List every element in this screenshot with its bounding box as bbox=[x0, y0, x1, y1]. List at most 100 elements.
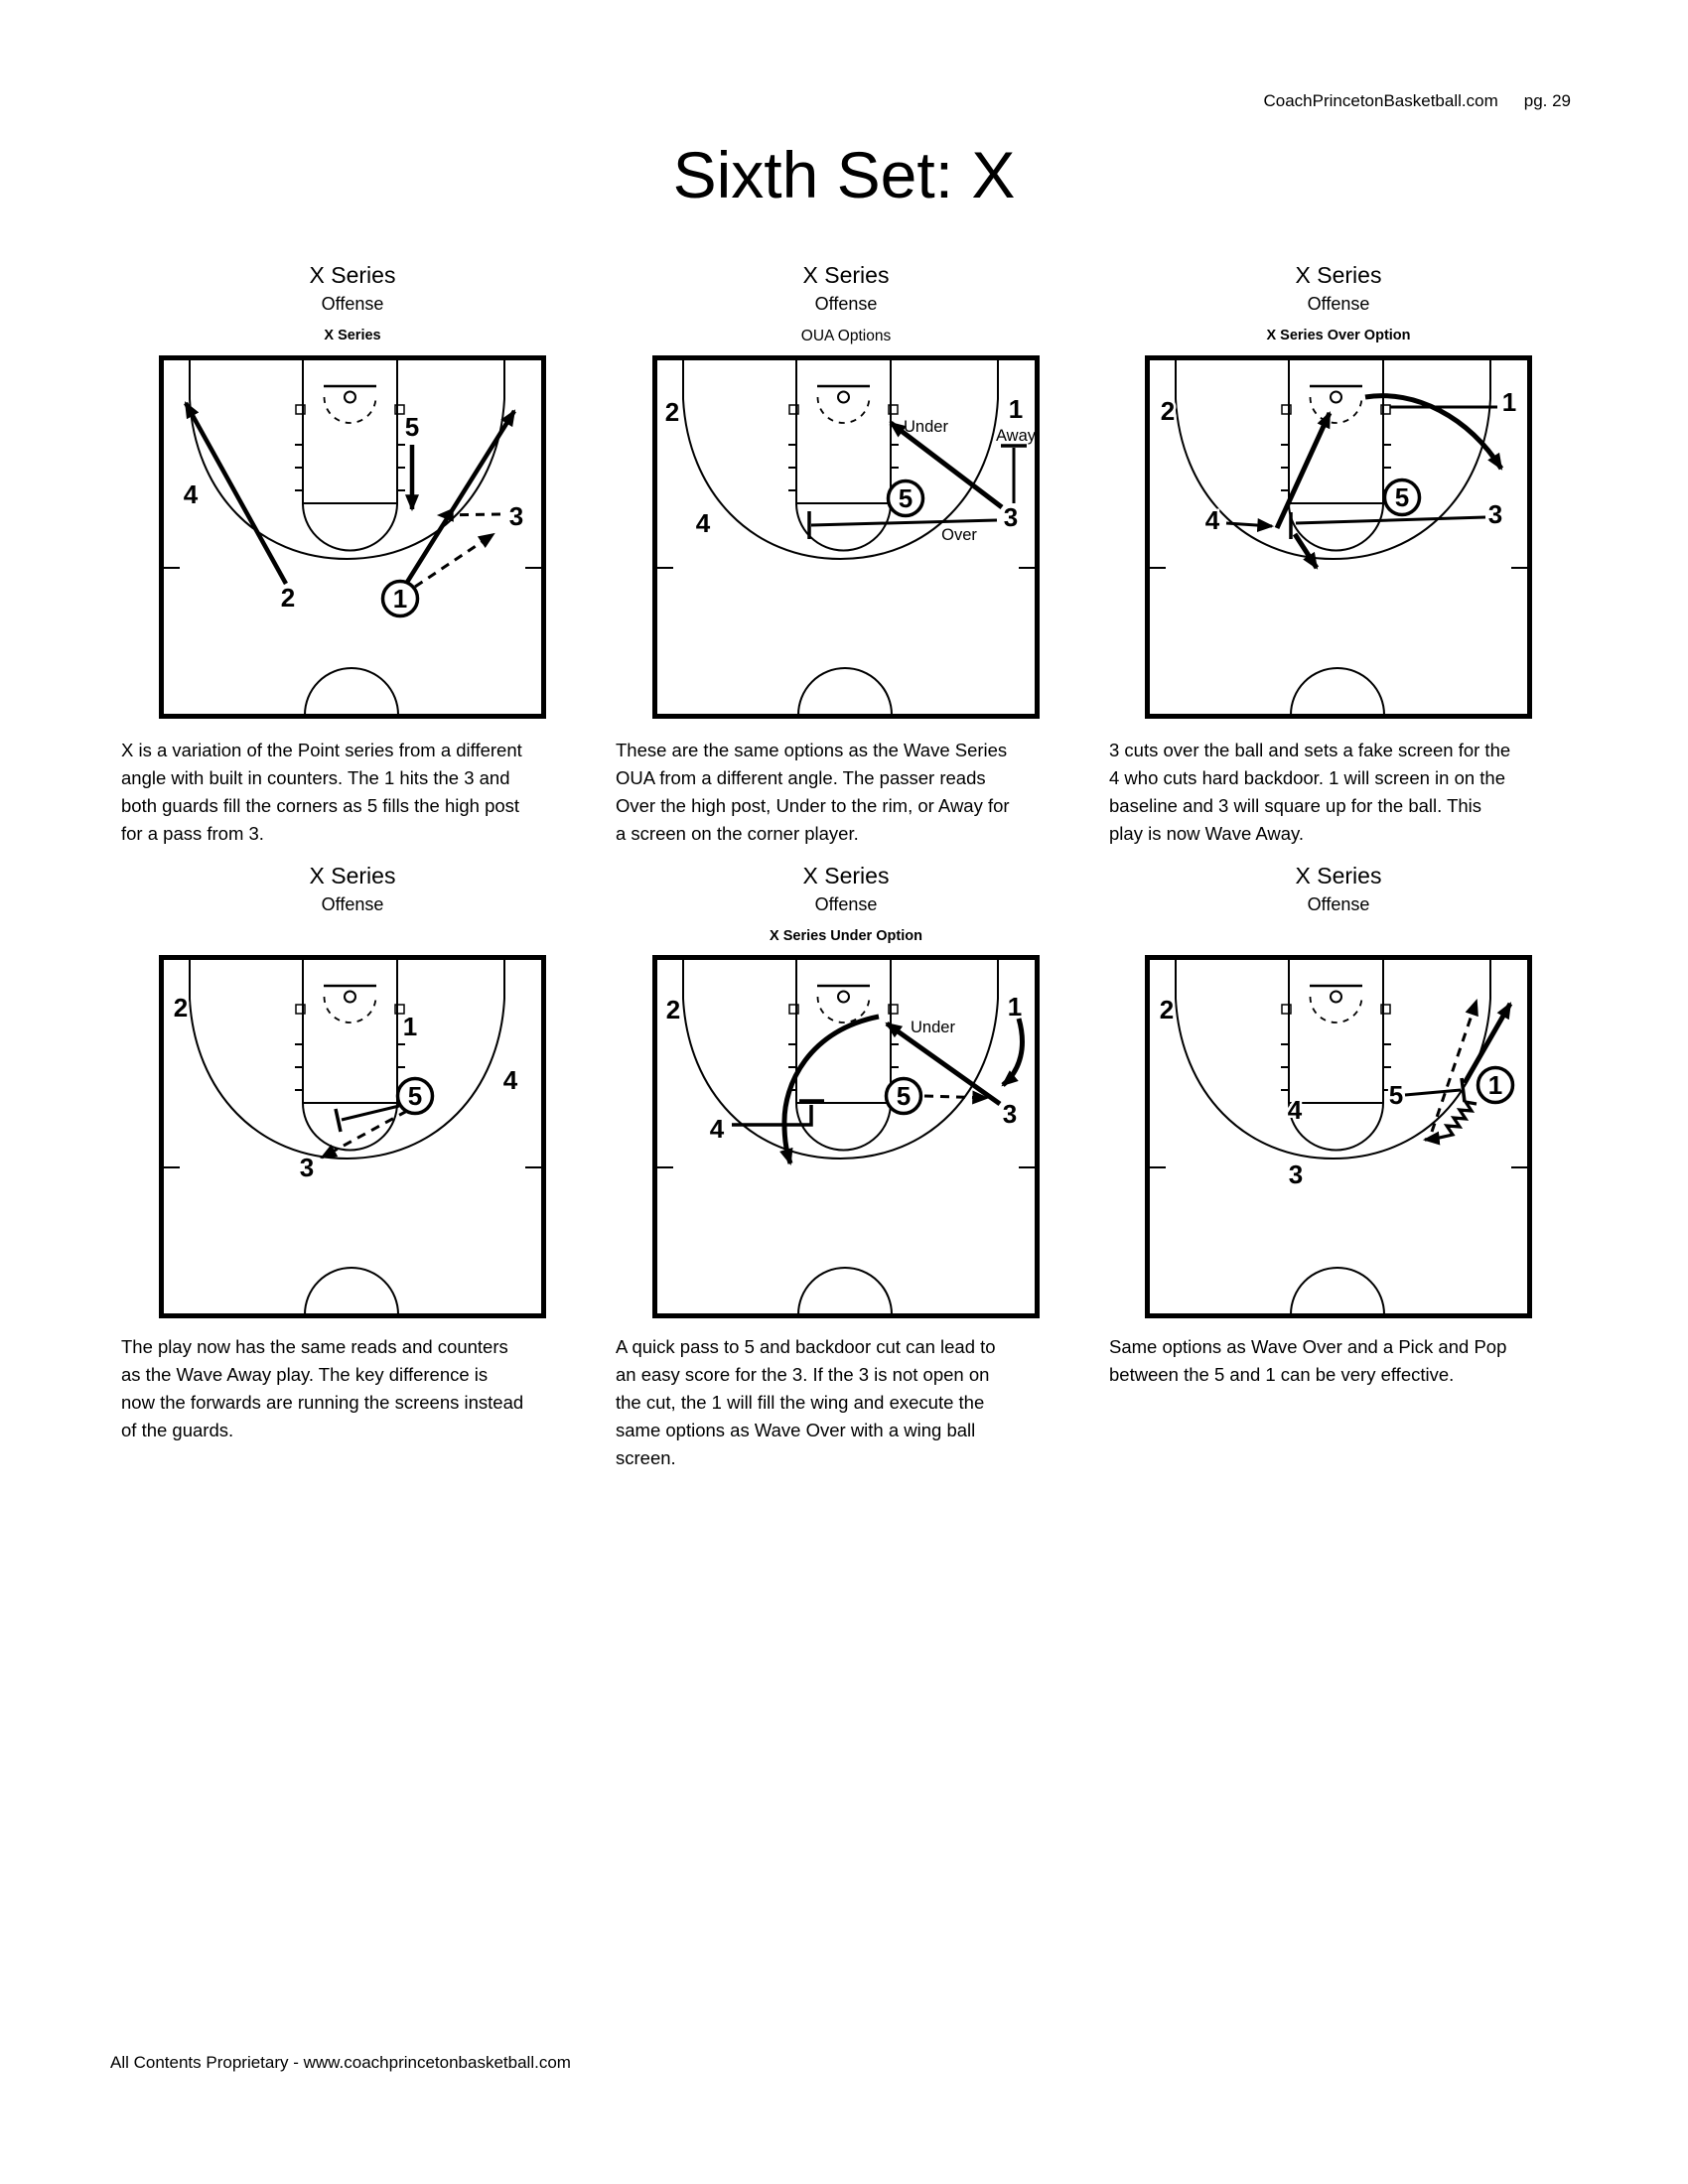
player-5-with-ball: 5 bbox=[886, 478, 925, 518]
halfcourt-play-svg: 4 2 5 3 1 bbox=[159, 355, 546, 719]
diagram-4-heading: X Series Offense bbox=[119, 863, 586, 928]
player-1: 1 bbox=[1502, 387, 1516, 417]
cut-line bbox=[1295, 515, 1486, 525]
cut-line bbox=[885, 1021, 1002, 1107]
diagram-5-heading: X Series Offense X Series Under Option bbox=[613, 863, 1079, 946]
player-1: 1 bbox=[1008, 992, 1022, 1022]
cut-line bbox=[341, 1104, 400, 1122]
pass-line bbox=[414, 532, 495, 589]
player-4: 4 bbox=[503, 1065, 518, 1095]
player-5-with-ball: 5 bbox=[884, 1076, 923, 1116]
player-2: 2 bbox=[1161, 396, 1175, 426]
option-label: Away bbox=[996, 427, 1037, 445]
diagram-6-heading: X Series Offense bbox=[1105, 863, 1572, 928]
player-2: 2 bbox=[665, 397, 679, 427]
player-5: 5 bbox=[1389, 1080, 1403, 1110]
player-2: 2 bbox=[174, 993, 188, 1023]
player-2: 2 bbox=[1160, 995, 1174, 1024]
cut-line bbox=[1404, 1088, 1462, 1097]
series-subtitle: Offense bbox=[1307, 293, 1370, 314]
cut-line bbox=[732, 1105, 813, 1127]
player-3: 3 bbox=[509, 501, 523, 531]
description-3: 3 cuts over the ball and sets a fake scr… bbox=[1109, 740, 1511, 844]
svg-text:5: 5 bbox=[897, 1081, 911, 1111]
description-6: Same options as Wave Over and a Pick and… bbox=[1109, 1336, 1507, 1385]
player-1-with-ball: 1 bbox=[380, 579, 420, 618]
description-1: X is a variation of the Point series fro… bbox=[121, 740, 522, 844]
diagram-caption: X Series bbox=[324, 328, 381, 344]
cut-line bbox=[1225, 518, 1275, 533]
header-site: CoachPrincetonBasketball.com bbox=[1263, 91, 1498, 110]
player-1: 1 bbox=[403, 1012, 417, 1041]
player-3: 3 bbox=[1289, 1160, 1303, 1189]
svg-text:1: 1 bbox=[1488, 1070, 1502, 1100]
player-4: 4 bbox=[710, 1114, 725, 1144]
pass-line bbox=[923, 1090, 990, 1105]
page-title: Sixth Set: X bbox=[672, 138, 1016, 211]
player-5: 5 bbox=[405, 412, 419, 442]
player-5-with-ball: 5 bbox=[395, 1076, 435, 1116]
cut-line bbox=[1364, 393, 1504, 471]
court-diagram-4: 2 1 4 5 3 bbox=[159, 955, 546, 1318]
series-title: X Series bbox=[309, 863, 396, 888]
header-page-number: pg. 29 bbox=[1523, 91, 1571, 110]
diagram-caption: X Series Under Option bbox=[770, 928, 922, 945]
cut-line bbox=[1422, 1099, 1477, 1146]
series-title: X Series bbox=[1295, 262, 1382, 288]
player-2: 2 bbox=[281, 583, 295, 613]
player-1: 1 bbox=[1009, 394, 1023, 424]
option-label: Under bbox=[904, 418, 948, 436]
player-5-with-ball: 5 bbox=[1382, 478, 1422, 517]
diagram-1-heading: X Series Offense X Series bbox=[119, 262, 586, 345]
svg-text:1: 1 bbox=[393, 584, 407, 614]
player-3: 3 bbox=[1004, 502, 1018, 532]
halfcourt-play-svg: 2 4 3 5 1 bbox=[1145, 955, 1532, 1318]
player-2: 2 bbox=[666, 995, 680, 1024]
series-subtitle: Offense bbox=[814, 293, 878, 314]
page-header: CoachPrincetonBasketball.com pg. 29 bbox=[1264, 91, 1572, 111]
series-subtitle: Offense bbox=[321, 893, 384, 914]
player-4: 4 bbox=[696, 508, 711, 538]
cut-line bbox=[334, 1108, 343, 1133]
series-subtitle: Offense bbox=[1307, 893, 1370, 914]
court-diagram-1: 4 2 5 3 1 bbox=[159, 355, 546, 719]
description-2: These are the same options as the Wave S… bbox=[616, 740, 1010, 844]
court-diagram-6: 2 4 3 5 1 bbox=[1145, 955, 1532, 1318]
player-3: 3 bbox=[300, 1153, 314, 1182]
svg-text:5: 5 bbox=[1395, 482, 1409, 512]
option-label: Over bbox=[941, 526, 977, 544]
diagram-2-heading: X Series Offense OUA Options bbox=[613, 262, 1079, 346]
cut-line bbox=[1462, 1002, 1513, 1085]
cut-line bbox=[1292, 532, 1320, 570]
halfcourt-play-svg: 2 1 4 5 3 bbox=[159, 955, 546, 1318]
diagram-3-heading: X Series Offense X Series Over Option bbox=[1105, 262, 1572, 345]
cut-line bbox=[1460, 1077, 1467, 1103]
diagram-caption: X Series Over Option bbox=[1266, 328, 1411, 344]
diagram-caption: OUA Options bbox=[800, 328, 892, 345]
cut-line bbox=[889, 421, 1004, 509]
series-title: X Series bbox=[1295, 863, 1382, 888]
series-title: X Series bbox=[309, 262, 396, 288]
cut-line bbox=[810, 518, 998, 527]
series-subtitle: Offense bbox=[321, 293, 384, 314]
cut-line bbox=[184, 401, 288, 586]
svg-text:5: 5 bbox=[899, 483, 913, 513]
player-1-with-ball: 1 bbox=[1476, 1065, 1515, 1105]
svg-text:5: 5 bbox=[408, 1081, 422, 1111]
player-4: 4 bbox=[184, 479, 199, 509]
pass-line bbox=[320, 1109, 408, 1160]
player-4: 4 bbox=[1205, 505, 1220, 535]
description-5: A quick pass to 5 and backdoor cut can l… bbox=[616, 1336, 996, 1468]
pass-line bbox=[1430, 999, 1478, 1133]
series-subtitle: Offense bbox=[814, 893, 878, 914]
player-4: 4 bbox=[1288, 1095, 1303, 1125]
option-label: Under bbox=[911, 1019, 955, 1036]
cut-line bbox=[779, 1014, 880, 1166]
